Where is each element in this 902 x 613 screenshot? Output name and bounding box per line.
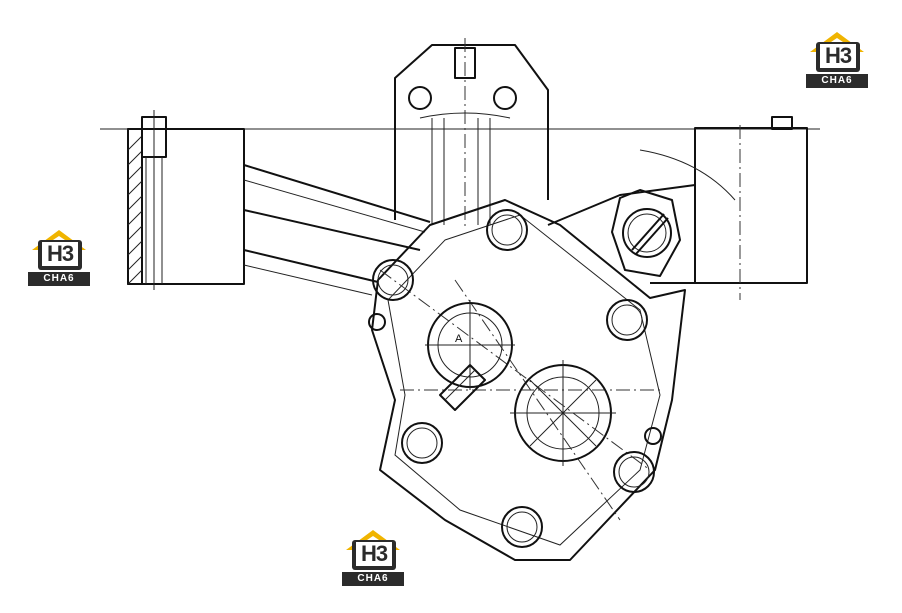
logo-mark: H3 — [820, 44, 856, 68]
dowel-hole — [644, 427, 662, 445]
watermark-logo-top-right: H3 CHA6 — [806, 30, 868, 88]
logo-mark: H3 — [42, 242, 78, 266]
section-label: A — [455, 333, 463, 345]
right-mount-block — [547, 116, 808, 300]
bolt-hole — [401, 422, 443, 464]
driven-gear-bore — [510, 360, 616, 466]
bolt-hole — [491, 214, 523, 246]
bolt-hole — [606, 299, 648, 341]
bolt-hole — [501, 506, 543, 548]
pump-body — [371, 199, 686, 561]
bolt-hole — [372, 259, 414, 301]
watermark-logo-bottom: H3 CHA6 — [342, 528, 404, 586]
bolt-hole — [506, 511, 538, 543]
drive-gear-bore — [425, 300, 515, 411]
logo-mark: H3 — [356, 542, 392, 566]
dowel-hole — [368, 313, 386, 331]
drain-plug — [611, 189, 681, 277]
left-mount-block — [127, 110, 245, 290]
bolt-hole — [613, 451, 655, 493]
logo-text: CHA6 — [28, 272, 90, 286]
logo-text: CHA6 — [342, 572, 404, 586]
top-bracket — [394, 38, 549, 230]
bolt-hole — [618, 456, 650, 488]
bolt-hole — [377, 264, 409, 296]
watermark-logo-left: H3 CHA6 — [28, 228, 90, 286]
bolt-hole — [611, 304, 643, 336]
bolt-holes — [368, 209, 662, 548]
bolt-hole — [486, 209, 528, 251]
bolt-hole — [406, 427, 438, 459]
logo-text: CHA6 — [806, 74, 868, 88]
left-arm — [243, 164, 431, 296]
